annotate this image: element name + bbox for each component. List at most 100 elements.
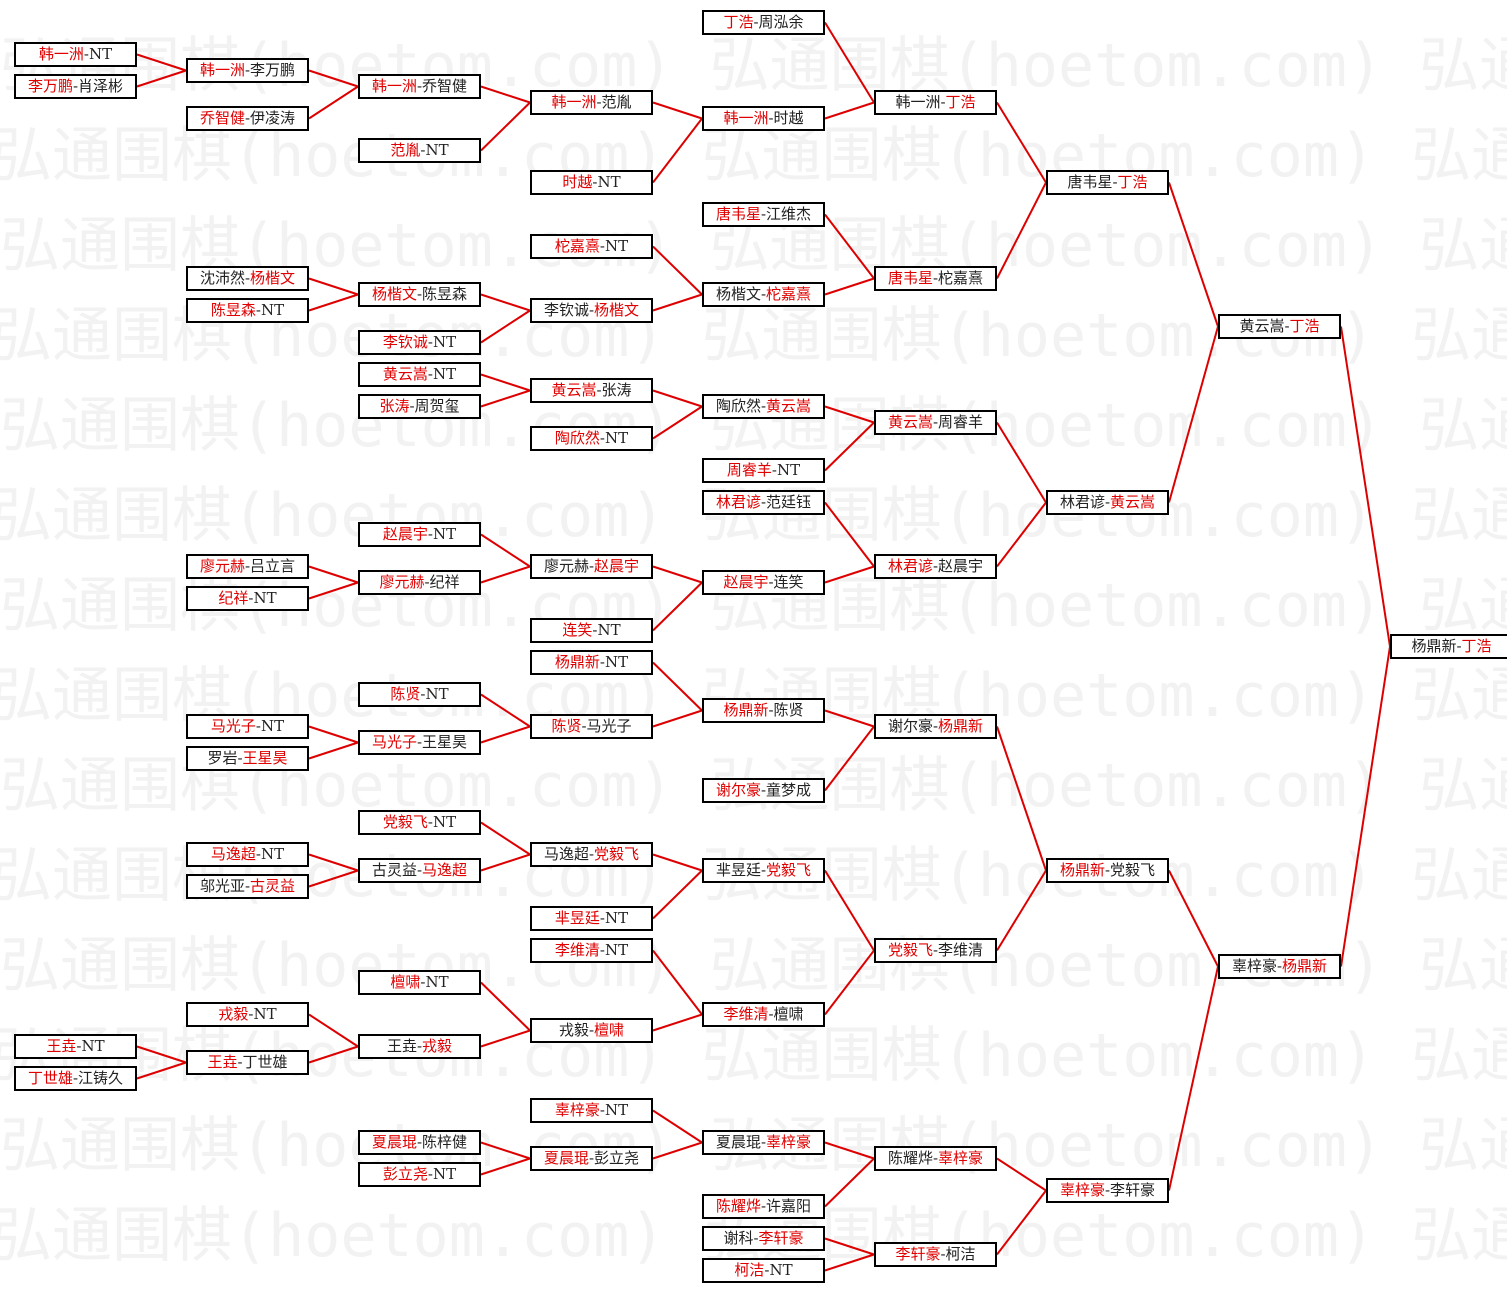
- player-b: 马光子: [586, 717, 632, 735]
- match-box: 夏晨琨-陈梓健: [358, 1130, 481, 1155]
- player-a: 时越: [562, 173, 593, 191]
- connector-line: [480, 1157, 531, 1176]
- match-box: 罗岩-王星昊: [186, 746, 309, 771]
- match-box: 黄云嵩-丁浩: [1218, 314, 1341, 339]
- match-box: 廖元赫-吕立言: [186, 554, 309, 579]
- connector-line: [996, 501, 1047, 568]
- match-box: 杨鼎新-陈贤: [702, 698, 825, 723]
- match-box: 乔智健-伊凌涛: [186, 106, 309, 131]
- player-b: 柁嘉熹: [766, 285, 812, 303]
- player-a: 唐韦星: [1067, 173, 1113, 191]
- player-a: 赵晨宇: [723, 573, 769, 591]
- connector-line: [652, 869, 703, 920]
- player-b: 陈梓健: [422, 1133, 468, 1151]
- player-a: 唐韦星: [715, 205, 761, 223]
- player-a: 马逸超: [543, 845, 589, 863]
- match-box: 黄云嵩-NT: [358, 362, 481, 387]
- player-b: 周贺玺: [414, 397, 460, 415]
- connector-line: [480, 293, 531, 312]
- player-a: 彭立尧: [382, 1165, 428, 1183]
- player-a: 戎毅: [218, 1005, 249, 1023]
- player-a: 陈耀烨: [887, 1149, 933, 1167]
- player-a: 韩一洲: [199, 61, 245, 79]
- player-b: 周泓余: [758, 13, 804, 31]
- match-box: 赵晨宇-NT: [358, 522, 481, 547]
- match-box: 王垚-NT: [14, 1034, 137, 1059]
- player-a: 陈贤: [551, 717, 582, 735]
- player-a: 马光子: [371, 733, 417, 751]
- connector-line: [308, 1045, 359, 1064]
- player-b: 江铸久: [78, 1069, 124, 1087]
- player-b: 范胤: [601, 93, 632, 111]
- player-a: 杨楷文: [715, 285, 761, 303]
- connector-line: [824, 869, 875, 952]
- match-box: 戎毅-檀啸: [530, 1018, 653, 1043]
- player-b: 乔智健: [422, 77, 468, 95]
- player-a: 柁嘉熹: [554, 237, 600, 255]
- player-b: NT: [432, 813, 457, 831]
- player-a: 辜梓豪: [1231, 957, 1277, 975]
- connector-line: [652, 117, 703, 184]
- player-b: 肖泽彬: [78, 77, 124, 95]
- player-a: 芈昱廷: [554, 909, 600, 927]
- player-b: NT: [425, 141, 449, 159]
- player-b: NT: [425, 973, 449, 991]
- player-a: 韩一洲: [895, 93, 941, 111]
- connector-line: [308, 741, 359, 760]
- match-box: 纪祥-NT: [186, 586, 309, 611]
- match-box: 党毅飞-NT: [358, 810, 481, 835]
- connector-line: [824, 277, 875, 296]
- player-b: NT: [604, 429, 629, 447]
- player-b: 马逸超: [422, 861, 468, 879]
- match-box: 林君谚-范廷钰: [702, 490, 825, 515]
- connector-line: [824, 1237, 875, 1256]
- player-b: 檀啸: [773, 1005, 804, 1023]
- connector-line: [652, 405, 703, 440]
- player-b: 王星昊: [242, 749, 288, 767]
- connector-line: [480, 373, 531, 392]
- match-box: 陶欣然-NT: [530, 426, 653, 451]
- player-a: 王垚: [46, 1037, 77, 1055]
- player-b: 李轩豪: [1110, 1181, 1156, 1199]
- match-box: 李钦诚-杨楷文: [530, 298, 653, 323]
- player-b: NT: [253, 1005, 277, 1023]
- player-b: 李万鹏: [250, 61, 296, 79]
- connector-line: [652, 581, 703, 632]
- player-b: 杨楷文: [250, 269, 296, 287]
- player-b: 杨楷文: [594, 301, 640, 319]
- player-a: 廖元赫: [543, 557, 589, 575]
- match-box: 夏晨琨-彭立尧: [530, 1146, 653, 1171]
- player-a: 陈耀烨: [715, 1197, 761, 1215]
- connector-line: [480, 565, 531, 584]
- connector-line: [308, 1013, 359, 1048]
- connector-line: [480, 85, 531, 104]
- match-box: 马逸超-NT: [186, 842, 309, 867]
- match-box: 陶欣然-黄云嵩: [702, 394, 825, 419]
- player-a: 辜梓豪: [554, 1101, 600, 1119]
- player-a: 李万鹏: [27, 77, 73, 95]
- connector-line: [1168, 870, 1219, 967]
- connector-line: [480, 533, 531, 568]
- player-a: 芈昱廷: [715, 861, 761, 879]
- player-b: 党毅飞: [766, 861, 812, 879]
- player-a: 党毅飞: [887, 941, 933, 959]
- connector-line: [824, 213, 875, 280]
- match-box: 黄云嵩-张涛: [530, 378, 653, 403]
- player-a: 林君谚: [887, 557, 933, 575]
- player-a: 夏晨琨: [715, 1133, 761, 1151]
- player-b: 连笑: [773, 573, 804, 591]
- connector-line: [1340, 326, 1391, 647]
- player-a: 李钦诚: [382, 333, 428, 351]
- player-b: 周睿羊: [938, 413, 984, 431]
- connector-line: [824, 565, 875, 584]
- connector-line: [308, 277, 359, 296]
- player-b: 赵晨宇: [938, 557, 984, 575]
- connector-line: [996, 1157, 1047, 1192]
- match-box: 谢尔豪-童梦成: [702, 778, 825, 803]
- player-a: 谢科: [723, 1229, 754, 1247]
- match-box: 唐韦星-柁嘉熹: [874, 266, 997, 291]
- match-box: 辜梓豪-李轩豪: [1046, 1178, 1169, 1203]
- player-b: 党毅飞: [594, 845, 640, 863]
- match-box: 时越-NT: [530, 170, 653, 195]
